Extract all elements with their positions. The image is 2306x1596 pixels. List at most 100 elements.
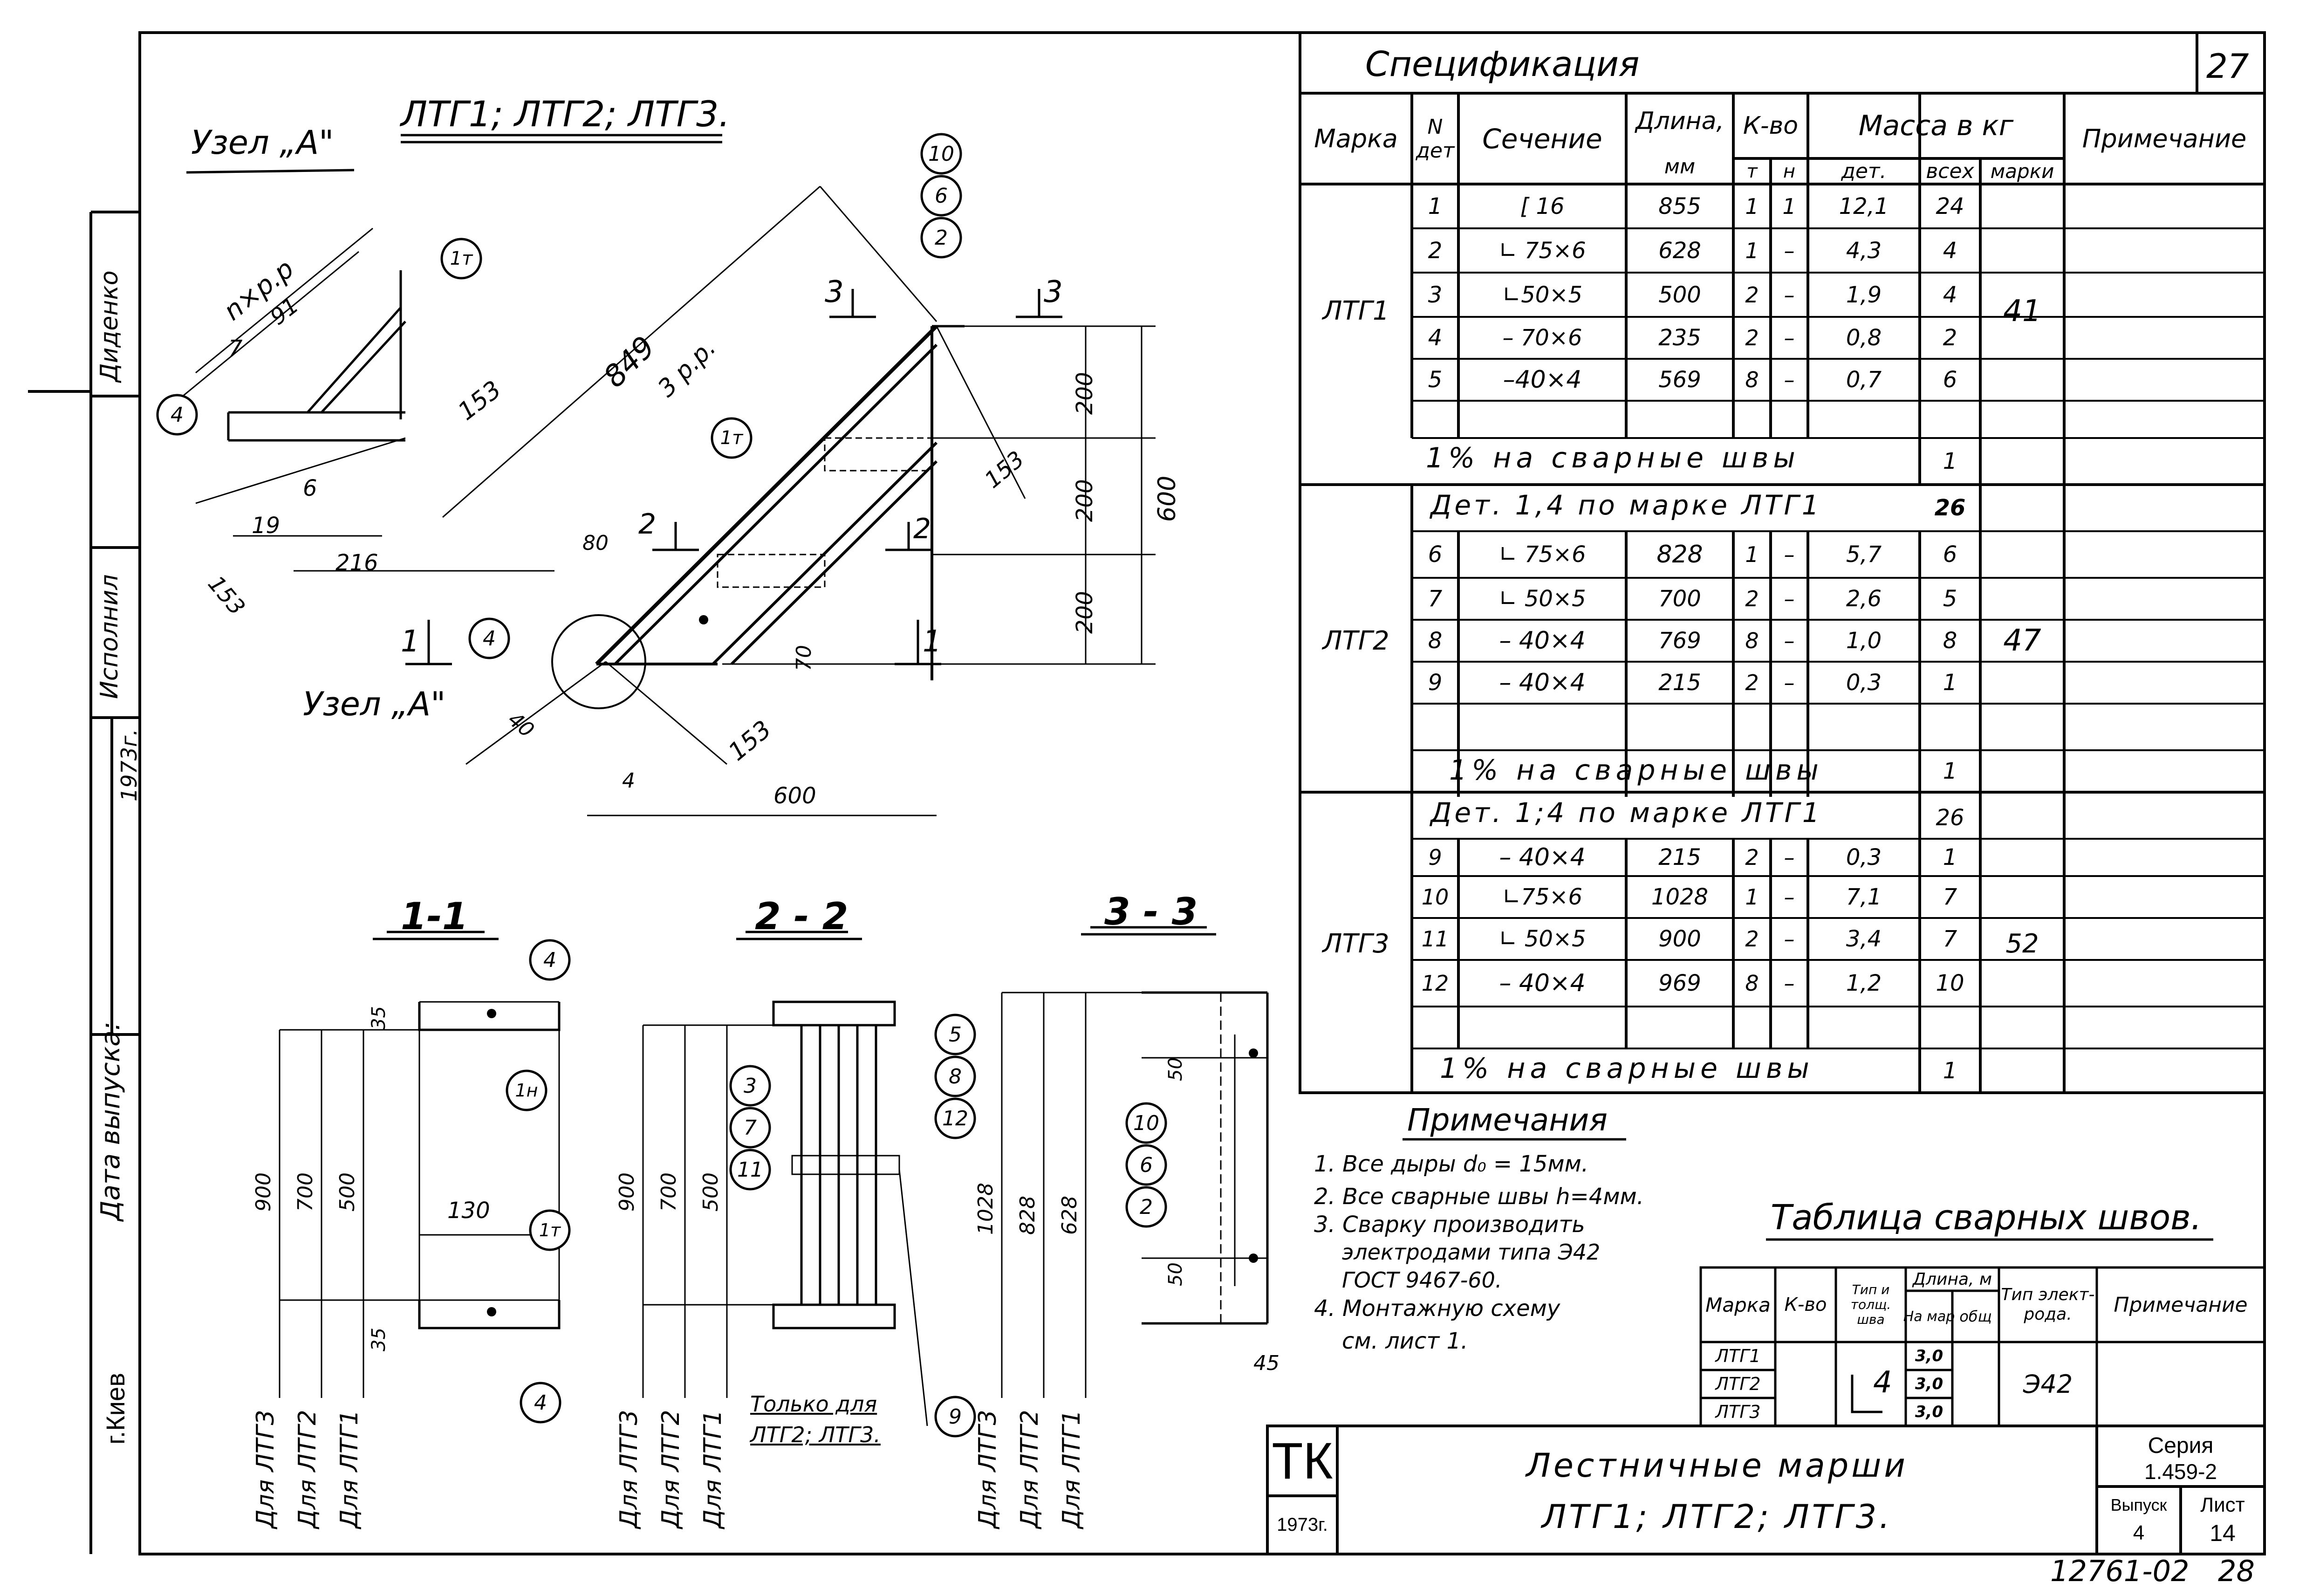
spec-header-marka: Марка (1314, 124, 1398, 153)
spec-cell: 2 (1745, 845, 1759, 870)
spec-header-kvo: К-во (1743, 112, 1799, 140)
spec-group2-weld-all: 1 (1943, 758, 1957, 784)
spec-cell: 2 (1428, 237, 1443, 264)
section-mark-3-right: 3 (1044, 275, 1063, 309)
spec-header-massa: Масса в кг (1858, 110, 2014, 142)
spec-group2-ref: Дет. 1,4 по марке ЛТГ1 (1430, 489, 1822, 521)
spec-cell: – 70×6 (1502, 325, 1582, 351)
section-mark-2-right: 2 (913, 513, 931, 545)
title-series-label: Серия (2148, 1433, 2214, 1458)
notes-title: Примечания (1407, 1102, 1608, 1138)
city-label: г.Киев (101, 1373, 130, 1445)
spec-cell: 0,8 (1846, 325, 1882, 351)
spec-cell: 1,0 (1846, 628, 1882, 654)
dim-6: 6 (303, 475, 317, 501)
spec-title: Спецификация (1365, 44, 1640, 84)
sec2-callout-11: 11 (737, 1158, 763, 1182)
title-list-value: 14 (2210, 1520, 2236, 1546)
spec-group1-mark: ЛТГ1 (1322, 296, 1389, 326)
callout-2: 2 (935, 226, 948, 250)
spec-cell: – (1784, 586, 1795, 611)
title-series-value: 1.459-2 (2144, 1459, 2217, 1484)
title-vypusk-value: 4 (2133, 1521, 2145, 1544)
welds-header-na-mar: На мар (1903, 1308, 1955, 1325)
callout-4-detail: 4 (171, 403, 184, 427)
spec-cell: 8 (1745, 367, 1759, 392)
spec-cell: 7,1 (1846, 884, 1882, 910)
sec2-label-ltg3: Для ЛТГ3 (615, 1410, 643, 1528)
spec-cell: 900 (1658, 926, 1701, 952)
sec3-dim-50-top: 50 (1165, 1057, 1186, 1081)
spec-cell: 2 (1745, 670, 1759, 695)
spec-cell: – 40×4 (1499, 843, 1586, 871)
callout-6: 6 (935, 184, 948, 208)
section-mark-1-left: 1 (401, 624, 420, 659)
welds-length-1: 3,0 (1915, 1347, 1943, 1365)
welds-electrode: Э42 (2023, 1369, 2073, 1399)
title-year: 1973г. (1277, 1514, 1328, 1535)
spec-group2-total: 47 (2003, 623, 2041, 658)
spec-cell: 5 (1943, 586, 1957, 612)
spec-cell: 10 (1421, 884, 1449, 910)
spec-cell: 8 (1745, 628, 1759, 653)
spec-cell: 500 (1658, 281, 1701, 308)
spec-cell: 1 (1745, 884, 1759, 910)
spec-header-marki: марки (1990, 160, 2054, 183)
spec-cell: – 40×4 (1499, 669, 1586, 697)
sec1-label-ltg1: Для ЛТГ1 (335, 1410, 363, 1528)
spec-group3-ref: Дет. 1;4 по марке ЛТГ1 (1430, 797, 1822, 829)
spec-cell: 628 (1658, 237, 1701, 264)
welds-thickness: 4 (1873, 1365, 1892, 1400)
sec1-callout-1t: 1т (539, 1220, 561, 1240)
spec-cell: – (1784, 926, 1795, 952)
sec3-label-ltg2: Для ЛТГ2 (1016, 1410, 1044, 1528)
spec-header-vseh: всех (1926, 159, 1974, 183)
sec3-label-ltg3: Для ЛТГ3 (974, 1410, 1002, 1528)
section-mark-2-left: 2 (638, 508, 657, 541)
spec-cell: 8 (1428, 628, 1443, 654)
spec-cell: – (1784, 367, 1795, 392)
note-3-line2: электродами типа Э42 (1342, 1240, 1601, 1265)
strip-year: 1973г. (116, 729, 142, 801)
callout-10: 10 (928, 142, 954, 166)
sec2-dim-500: 500 (699, 1172, 723, 1212)
spec-cell: 6 (1943, 367, 1957, 393)
spec-cell: 4 (1943, 281, 1957, 308)
spec-cell: – 40×4 (1499, 969, 1586, 997)
note-3: 3. Сварку производить (1314, 1212, 1585, 1238)
sec3-dim-1028: 1028 (974, 1183, 998, 1235)
spec-cell: – (1784, 542, 1795, 567)
spec-cell: ∟50×5 (1502, 281, 1583, 308)
spec-cell: 6 (1428, 541, 1443, 568)
sec2-label-ltg1: Для ЛТГ1 (699, 1410, 727, 1528)
welds-header-tip-el: Тип элект-рода. (2001, 1285, 2095, 1324)
node-label-bottom: Узел „А" (303, 685, 446, 723)
welds-title: Таблица сварных швов. (1771, 1198, 2202, 1238)
sheet-number: 27 (2206, 47, 2249, 86)
dim-600-vert: 600 (1153, 475, 1181, 522)
welds-header-kvo: К-во (1784, 1294, 1827, 1315)
sec2-callout-5: 5 (949, 1022, 962, 1047)
spec-cell: 1028 (1651, 884, 1709, 910)
spec-header-sechenie: Сечение (1482, 123, 1602, 155)
spec-cell: – (1784, 670, 1795, 695)
title-org: ТК (1272, 1432, 1333, 1490)
sec3-dim-50-bottom: 50 (1165, 1262, 1186, 1286)
dim-4: 4 (622, 769, 635, 793)
section-1-title: 1-1 (401, 895, 468, 938)
spec-cell: – (1784, 628, 1795, 653)
spec-cell: 1 (1428, 193, 1443, 219)
welds-mark-ltg2: ЛТГ2 (1715, 1374, 1761, 1394)
callout-1t-main: 1т (720, 427, 743, 449)
spec-group3-weld-all: 1 (1943, 1057, 1957, 1084)
spec-cell: – 40×4 (1499, 627, 1586, 655)
spec-cell: 828 (1656, 541, 1703, 569)
note-4-line2: см. лист 1. (1342, 1328, 1468, 1354)
spec-header-dlina: Длина, (1635, 107, 1724, 135)
note-4: 4. Монтажную схему (1314, 1295, 1560, 1322)
title-vypusk-label: Выпуск (2110, 1495, 2167, 1514)
sec2-callout-3: 3 (744, 1074, 757, 1098)
spec-cell: 4 (1943, 237, 1957, 264)
bottom-page: 28 (2218, 1554, 2255, 1588)
